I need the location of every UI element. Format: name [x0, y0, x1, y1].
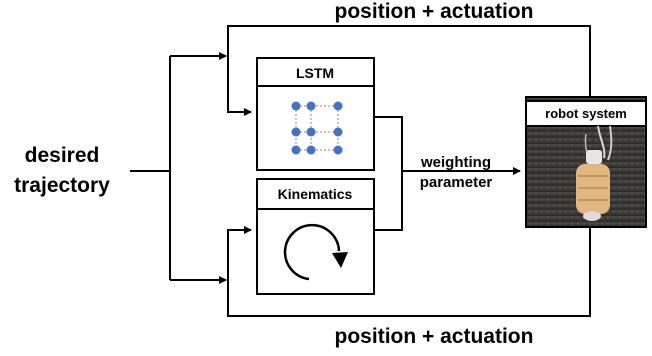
- kinematics-block: Kinematics: [256, 178, 375, 295]
- lstm-block: LSTM: [256, 57, 375, 171]
- kinematics-output-line: [374, 171, 403, 231]
- bottom-feedback-loop: [227, 226, 591, 317]
- output-label-line1: weighting: [420, 154, 491, 171]
- bottom-feedback-label: position + actuation: [335, 325, 534, 348]
- lstm-output-line: [374, 116, 403, 171]
- lstm-body-box: [256, 85, 375, 171]
- neural-network-grid-icon: [291, 101, 343, 155]
- robot-title-box: [525, 100, 647, 127]
- lstm-title-box: [256, 57, 375, 87]
- kinematics-title: Kinematics: [278, 186, 353, 202]
- circular-arrow-icon: [283, 223, 348, 281]
- input-label-line2: trajectory: [14, 174, 110, 197]
- top-feedback-loop: [227, 25, 591, 116]
- input-label-line1: desired: [25, 144, 100, 167]
- connection-lines: [130, 25, 591, 317]
- robot-system-block: robot system: [525, 96, 647, 228]
- kinematics-body-box: [256, 208, 375, 295]
- output-label-line2: parameter: [420, 174, 493, 191]
- kinematics-title-box: [256, 178, 375, 210]
- top-feedback-label: position + actuation: [335, 0, 534, 23]
- robot-title: robot system: [545, 106, 627, 121]
- lstm-title: LSTM: [296, 65, 334, 81]
- robot-photo: [576, 125, 613, 221]
